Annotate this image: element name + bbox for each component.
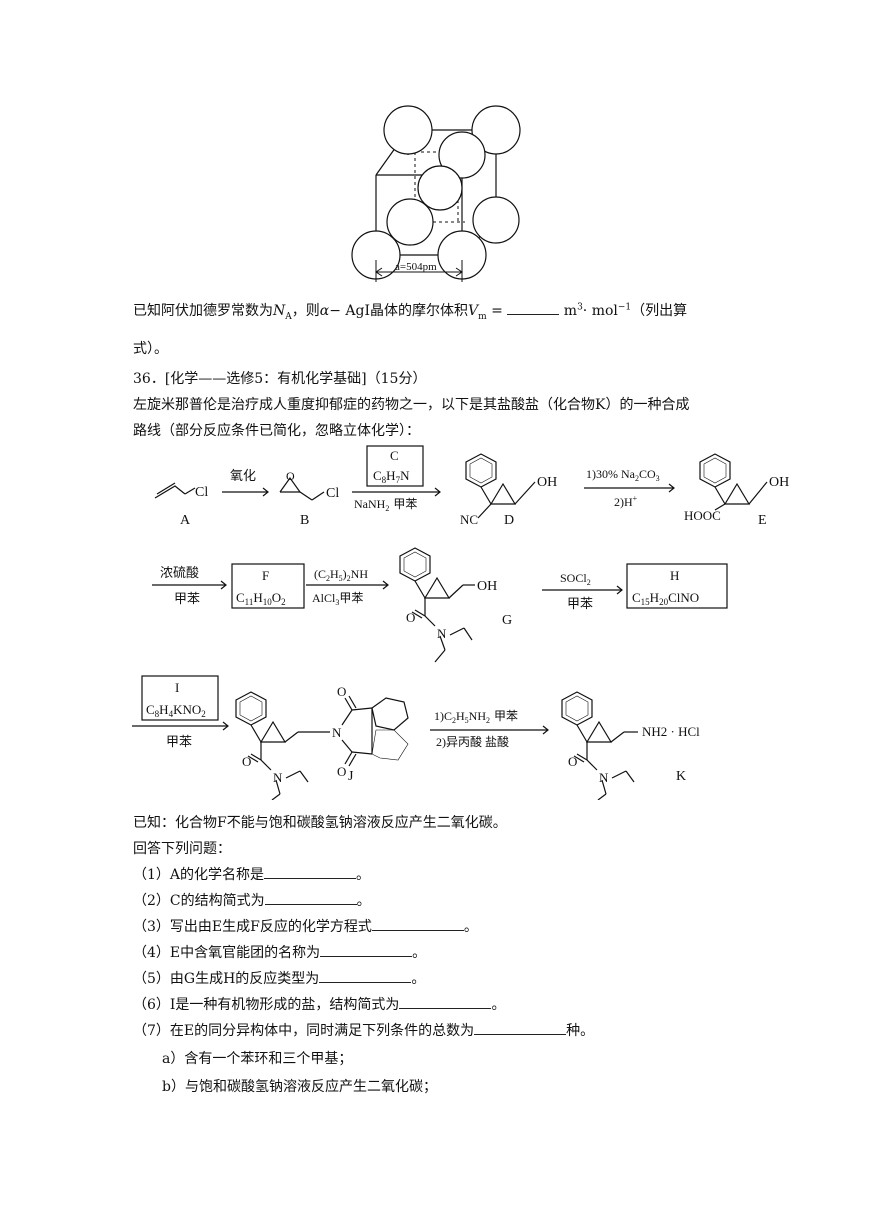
svg-text:NC: NC [460,512,478,527]
question-item-5: （5）由G生成H的反应类型为。 [133,968,425,988]
svg-text:1)30% Na2CO3: 1)30% Na2CO3 [586,467,660,483]
svg-text:F: F [262,568,269,583]
svg-text:OH: OH [477,579,497,594]
svg-text:D: D [504,513,514,528]
svg-text:N: N [332,725,342,740]
svg-text:A: A [180,513,191,528]
svg-text:Cl: Cl [195,485,208,500]
svg-text:Cl: Cl [326,486,339,501]
question-item-3: （3）写出由E生成F反应的化学方程式。 [133,916,478,936]
svg-text:甲苯: 甲苯 [567,596,593,611]
answer-blank[interactable] [264,890,357,905]
atom-sphere [472,196,520,244]
question-item-1: （1）A的化学名称是。 [133,864,370,884]
svg-text:2)异丙酸 盐酸: 2)异丙酸 盐酸 [436,734,509,749]
svg-text:N: N [599,770,609,785]
svg-text:OH: OH [537,475,557,490]
molar-volume-tail: 式）。 [133,341,168,357]
atom-sphere [471,105,521,155]
atom-sphere [383,105,433,155]
svg-text:SOCl2: SOCl2 [560,571,591,587]
svg-text:O: O [242,754,251,769]
svg-text:N: N [437,626,447,641]
svg-text:H: H [670,568,679,583]
molar-volume-line: 已知阿伏加德罗常数为NA，则α− AgI晶体的摩尔体积Vm = m3· mol−… [133,300,687,321]
question-intro-1: 左旋米那普伦是治疗成人重度抑郁症的药物之一，以下是其盐酸盐（化合物K）的一种合成 [133,397,690,413]
answer-blank[interactable] [320,942,413,957]
answer-blank[interactable] [319,968,412,983]
question-header: 36．[化学——选修5：有机化学基础]（15分） [133,371,427,387]
question-intro-2: 路线（部分反应条件已简化，忽略立体化学）： [133,423,420,439]
question-item-7: （7）在E的同分异构体中，同时满足下列条件的总数为种。 [133,1020,594,1040]
question-item-6: （6）I是一种有机物形成的盐，结构简式为。 [133,994,505,1014]
svg-text:(C2H5)2NH: (C2H5)2NH [314,567,368,583]
answer-blank[interactable] [264,864,357,879]
svg-text:N: N [273,770,283,785]
crystal-unit-cell: a=504pm [351,105,521,282]
lattice-constant-label: a=504pm [395,261,437,273]
svg-text:E: E [758,513,767,528]
svg-text:C: C [390,448,399,463]
condition-b: b）与饱和碳酸氢钠溶液反应产生二氧化碳； [162,1079,437,1095]
atom-sphere [417,165,463,211]
answer-blank[interactable] [399,994,492,1009]
svg-text:OH: OH [769,475,789,490]
question-item-4: （4）E中含氧官能团的名称为。 [133,942,426,962]
svg-text:I: I [175,680,179,695]
svg-text:甲苯: 甲苯 [174,591,200,606]
svg-text:C8H4KNO2: C8H4KNO2 [146,702,206,719]
question-item-2: （2）C的结构简式为。 [133,890,371,910]
atom-sphere [386,198,434,246]
svg-text:O: O [337,684,346,699]
svg-text:G: G [502,613,512,628]
svg-text:O: O [406,610,415,625]
svg-text:氧化: 氧化 [230,468,256,483]
svg-text:B: B [300,513,309,528]
answer-prompt: 回答下列问题： [133,841,231,857]
svg-text:甲苯: 甲苯 [166,734,192,749]
known-statement: 已知：化合物F不能与饱和碳酸氢钠溶液反应产生二氧化碳。 [133,815,507,831]
atom-sphere [438,131,486,179]
svg-text:NH2 · HCl: NH2 · HCl [642,724,700,739]
svg-text:O: O [286,469,295,483]
svg-text:HOOC: HOOC [684,508,721,523]
svg-text:O: O [337,764,346,779]
svg-text:K: K [676,769,686,784]
svg-text:浓硫酸: 浓硫酸 [160,565,199,580]
svg-text:AlCl3甲苯: AlCl3甲苯 [312,591,363,607]
svg-text:2)H+: 2)H+ [614,494,638,509]
svg-text:C11H10O2: C11H10O2 [236,590,286,607]
answer-blank[interactable] [371,916,464,931]
answer-blank[interactable] [507,300,560,315]
answer-blank[interactable] [474,1020,567,1035]
condition-a: a）含有一个苯环和三个甲基； [162,1051,353,1067]
svg-text:O: O [568,754,577,769]
svg-text:C8H7N: C8H7N [373,468,410,485]
svg-text:J: J [348,769,354,784]
svg-text:C15H20ClNO: C15H20ClNO [632,590,699,607]
